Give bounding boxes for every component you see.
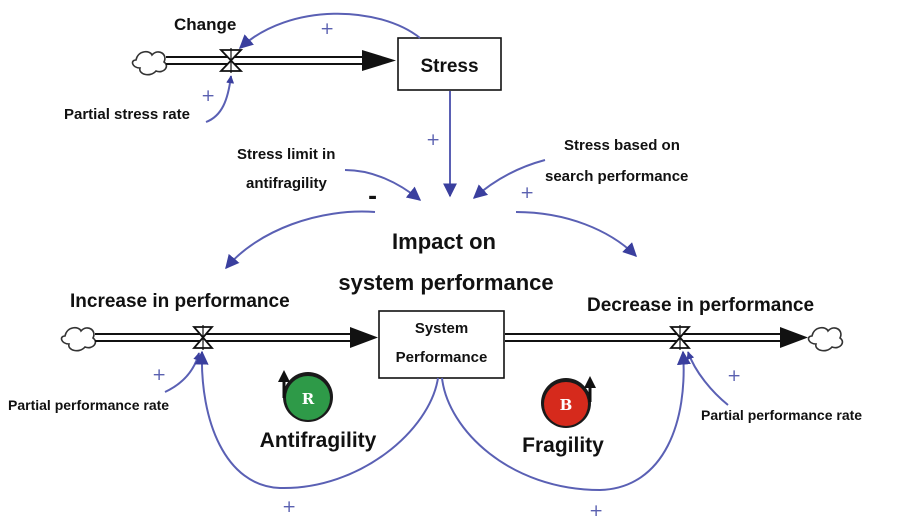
stress-search-link — [472, 159, 546, 199]
stress-to-change-link — [238, 12, 421, 49]
decrease-valve-icon[interactable] — [669, 325, 691, 350]
partial-performance-rate-right-label: Partial performance rate — [701, 407, 862, 423]
partial-stress-rate-link — [205, 75, 235, 123]
decrease-label: Decrease in performance — [587, 295, 814, 316]
system-performance-stock[interactable]: System Performance — [378, 310, 505, 379]
polarity-plus: + — [282, 497, 296, 517]
increase-label: Increase in performance — [70, 291, 290, 312]
balancing-loop-disc — [544, 382, 588, 426]
balancing-loop-icon: B — [541, 376, 596, 428]
stress-search-label-line2: search performance — [545, 168, 688, 185]
polarity-plus: + — [589, 501, 603, 521]
decrease-flow-pipe — [505, 325, 844, 352]
polarity-plus: + — [152, 365, 166, 385]
impact-to-decrease-link — [515, 211, 637, 257]
polarity-plus: + — [520, 183, 534, 203]
antifragility-loop-link — [194, 350, 439, 490]
source-cloud-icon — [60, 326, 97, 352]
system-performance-label-line2: Performance — [396, 349, 488, 366]
stress-stock[interactable]: Stress — [397, 37, 502, 91]
change-flow-pipe — [131, 48, 396, 76]
stress-limit-label-line2: antifragility — [246, 175, 328, 192]
stress-search-label-line1: Stress based on — [564, 137, 680, 154]
polarity-plus: + — [201, 86, 215, 106]
reinforcing-loop-letter: R — [302, 390, 315, 408]
partial-performance-rate-left-link — [164, 352, 202, 393]
stress-label: Stress — [420, 56, 478, 77]
partial-performance-rate-left-label: Partial performance rate — [8, 397, 169, 413]
change-label: Change — [174, 15, 236, 34]
source-cloud-icon — [131, 50, 168, 76]
reinforcing-loop-icon: R — [278, 370, 333, 422]
reinforcing-loop-disc — [286, 376, 330, 420]
stress-limit-link — [344, 169, 422, 201]
sink-cloud-icon — [807, 326, 844, 352]
stress-limit-label-line1: Stress limit in — [237, 146, 335, 163]
system-performance-label-line1: System — [415, 320, 468, 337]
balancing-loop-letter: B — [560, 396, 573, 414]
increase-valve-icon[interactable] — [192, 325, 214, 350]
polarity-plus: + — [727, 366, 741, 386]
polarity-plus: + — [426, 130, 440, 150]
polarity-minus: - — [368, 185, 377, 210]
impact-label-line1: Impact on — [392, 229, 496, 254]
impact-to-increase-link — [225, 210, 376, 270]
impact-label-line2: system performance — [338, 270, 553, 295]
partial-performance-rate-right-link — [686, 351, 729, 406]
fragility-loop-link — [441, 350, 691, 492]
polarity-plus: + — [320, 19, 334, 39]
increase-flow-pipe — [60, 325, 378, 352]
partial-stress-rate-label: Partial stress rate — [64, 106, 190, 123]
fragility-label: Fragility — [522, 434, 604, 457]
antifragility-label: Antifragility — [260, 429, 377, 452]
change-valve-icon[interactable] — [218, 48, 244, 73]
